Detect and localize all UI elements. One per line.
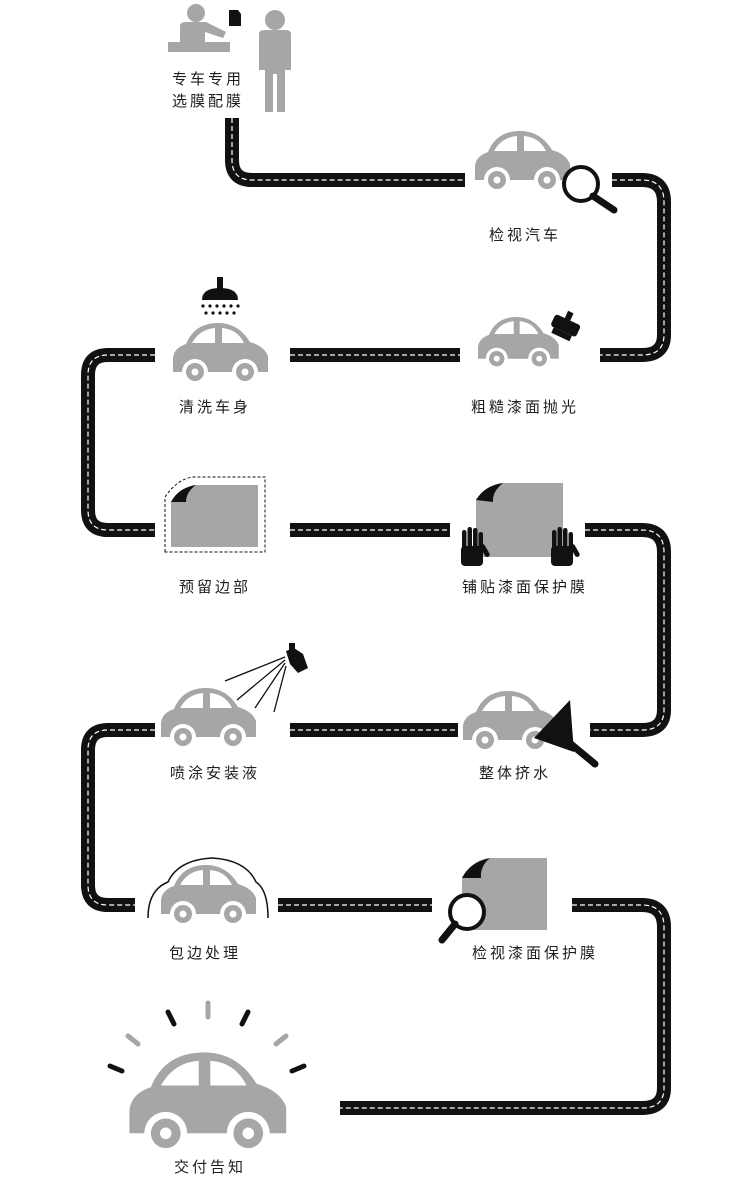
edge-reserve-icon bbox=[164, 476, 266, 553]
step-label-spray: 喷涂安装液 bbox=[169, 764, 260, 782]
step-label-deliver: 交付告知 bbox=[173, 1158, 246, 1176]
inspect-film-icon bbox=[438, 858, 547, 944]
polish-icon bbox=[478, 310, 581, 370]
road-path bbox=[81, 118, 671, 1115]
film-selection-icon bbox=[168, 4, 291, 112]
step-label-line1: 专车专用 bbox=[171, 70, 244, 88]
step-label-inspect-film: 检视漆面保护膜 bbox=[471, 944, 598, 962]
step-label-line2: 选膜配膜 bbox=[171, 92, 244, 110]
step-label-polish: 粗糙漆面抛光 bbox=[470, 398, 579, 416]
squeegee-icon bbox=[463, 690, 599, 768]
spray-icon bbox=[161, 643, 308, 750]
wash-icon bbox=[173, 277, 268, 385]
step-label-edge-reserve: 预留边部 bbox=[178, 578, 251, 596]
step-label-squeegee: 整体挤水 bbox=[478, 764, 551, 782]
step-label-inspect-car: 检视汽车 bbox=[488, 226, 561, 244]
step-label-wash: 清洗车身 bbox=[178, 398, 251, 416]
edge-wrap-icon bbox=[147, 857, 269, 927]
deliver-icon bbox=[107, 1000, 307, 1155]
apply-film-icon bbox=[461, 483, 581, 566]
step-label-apply-film: 铺贴漆面保护膜 bbox=[461, 578, 588, 596]
step-label-edge-wrap: 包边处理 bbox=[168, 944, 241, 962]
inspect-car-icon bbox=[475, 130, 618, 214]
step-label-select-film: 专车专用 选膜配膜 bbox=[158, 68, 258, 112]
